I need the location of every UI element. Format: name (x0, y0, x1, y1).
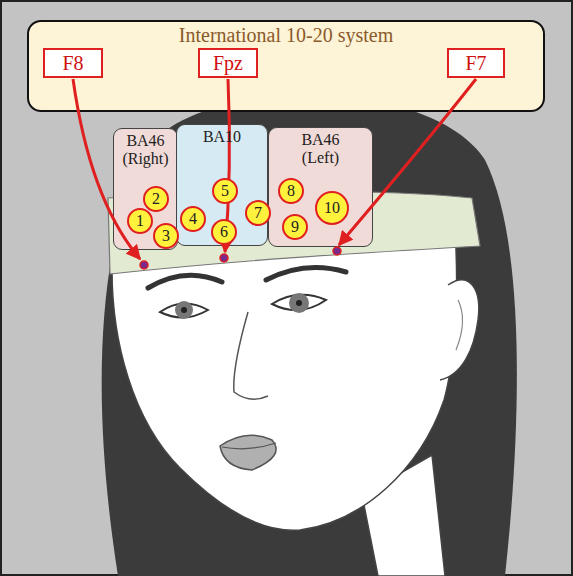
channel-circle: 5 (212, 178, 238, 204)
nose (234, 312, 268, 399)
eyebrow (266, 268, 346, 281)
channel-number: 3 (162, 227, 170, 245)
channel-circle: 3 (153, 223, 179, 249)
brain-area-panel: BA10 4 5 6 7 (176, 124, 268, 246)
lip-line (222, 443, 276, 449)
channel-number: 10 (324, 199, 340, 217)
electrode-name: F8 (62, 52, 83, 75)
hair (102, 95, 517, 576)
brain-area-panel: BA46 (Right) 12 3 (113, 128, 178, 250)
electrode-name: F7 (465, 52, 486, 75)
pupil (181, 307, 187, 313)
channel-number: 4 (189, 210, 197, 228)
channel-circle: 7 (245, 200, 271, 226)
ear (440, 280, 479, 380)
channel-number: 9 (291, 218, 299, 236)
eyebrow (148, 275, 222, 288)
electrode-dot (333, 247, 341, 255)
electrode-name: Fpz (213, 52, 243, 75)
area-name: BA46 (Right) (116, 132, 176, 168)
leader-arrow (225, 79, 229, 252)
channel-circle: 9 (282, 214, 308, 240)
channel-circle: 8 (278, 178, 304, 204)
iris (289, 293, 309, 313)
channel-number: 8 (287, 182, 295, 200)
lips (220, 435, 276, 470)
channel-number: 6 (220, 223, 228, 241)
electrode-dot (220, 254, 228, 262)
area-name: BA46 (Left) (291, 131, 351, 167)
channel-number: 7 (254, 204, 262, 222)
leader-arrow (339, 79, 476, 245)
leader-arrow (73, 79, 140, 259)
ear-inner (456, 300, 463, 350)
electrode-label: Fpz (198, 48, 258, 78)
area-name: BA10 (203, 128, 241, 146)
channel-number: 5 (221, 182, 229, 200)
channel-circle: 1 (127, 208, 153, 234)
channel-number: 1 (136, 212, 144, 230)
channel-number: 2 (152, 190, 160, 208)
channel-circle: 4 (180, 206, 206, 232)
electrode-label: F7 (447, 48, 505, 78)
brain-area-panel: BA46 (Left) 8 9 10 (268, 127, 373, 247)
electrode-dot (140, 261, 148, 269)
channel-circle: 10 (315, 191, 349, 225)
channel-circle: 6 (211, 219, 237, 245)
callout-title: International 10-20 system (29, 24, 543, 47)
pupil (296, 300, 302, 306)
callout-box: International 10-20 systemF8 Fpz F7 (27, 20, 545, 112)
electrode-label: F8 (43, 48, 103, 78)
channel-circle: 2 (143, 186, 169, 212)
iris (175, 301, 193, 319)
